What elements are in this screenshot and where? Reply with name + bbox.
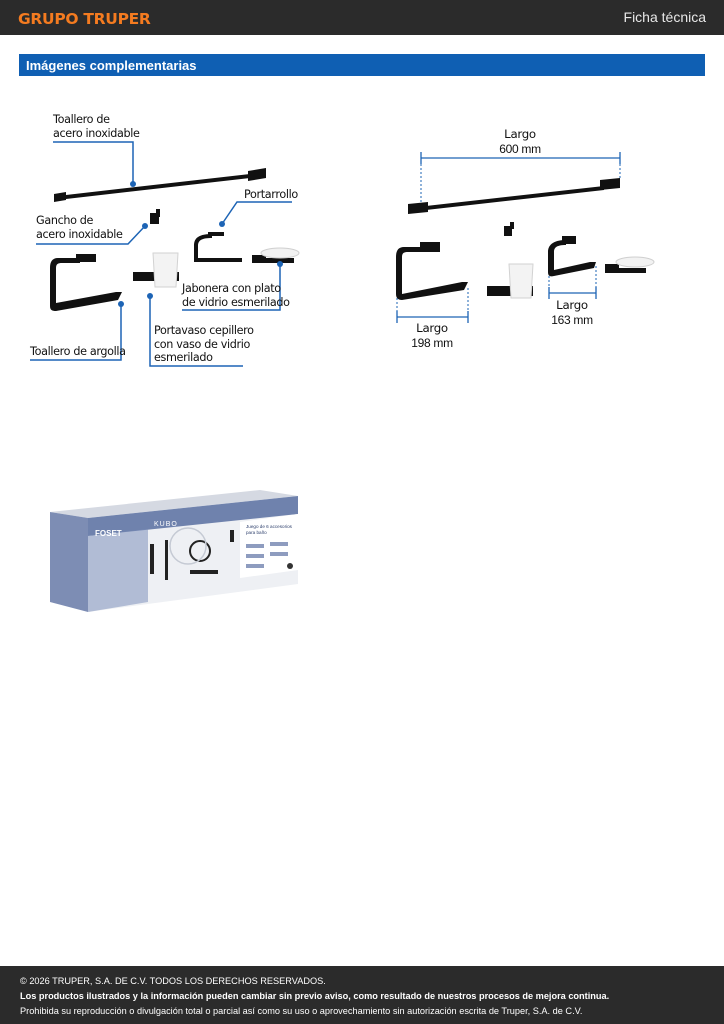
dim-paper-holder: Largo 163 mm bbox=[532, 298, 612, 327]
document-type: Ficha técnica bbox=[623, 9, 706, 25]
dim-towel-bar-label: Largo bbox=[504, 127, 536, 141]
footer-copyright: © 2026 TRUPER, S.A. DE C.V. TODOS LOS DE… bbox=[20, 976, 326, 986]
package-box-drawing bbox=[50, 490, 298, 612]
label-paper-holder: Portarrollo bbox=[244, 188, 298, 201]
label-soap-dish: Jabonera con plato de vidrio esmerilado bbox=[182, 282, 290, 309]
dimensions-figure-drawing bbox=[396, 152, 655, 323]
dim-towel-ring-label: Largo bbox=[416, 321, 448, 335]
footer-notice: Los productos ilustrados y la informació… bbox=[20, 991, 610, 1001]
top-bar: GRUPO TRUPER Ficha técnica bbox=[0, 0, 724, 35]
dim-towel-ring-value: 198 mm bbox=[411, 335, 453, 350]
label-towel-ring: Toallero de argolla bbox=[30, 345, 126, 358]
label-tumbler: Portavaso cepillero con vaso de vidrio e… bbox=[154, 324, 254, 364]
package-title: Juego de 6 accesorios para baño bbox=[246, 524, 292, 535]
footer: © 2026 TRUPER, S.A. DE C.V. TODOS LOS DE… bbox=[0, 966, 724, 1024]
dim-paper-holder-value: 163 mm bbox=[551, 312, 593, 327]
section-header: Imágenes complementarias bbox=[19, 54, 705, 76]
dim-towel-bar: Largo 600 mm bbox=[480, 127, 560, 156]
dim-towel-ring: Largo 198 mm bbox=[392, 321, 472, 350]
section-title: Imágenes complementarias bbox=[26, 58, 197, 73]
dim-towel-bar-value: 600 mm bbox=[499, 141, 541, 156]
package-image: FOSET KUBO Juego de 6 accesorios para ba… bbox=[40, 484, 310, 619]
label-towel-bar: Toallero de acero inoxidable bbox=[53, 113, 140, 140]
package-line: KUBO bbox=[154, 521, 178, 528]
footer-legal: Prohibida su reproducción o divulgación … bbox=[20, 1006, 583, 1016]
label-hook: Gancho de acero inoxidable bbox=[36, 214, 123, 241]
dimensions-figure: Largo 600 mm Largo 198 mm Largo 163 mm bbox=[0, 0, 724, 400]
package-brand: FOSET bbox=[95, 529, 122, 538]
brand-logo: GRUPO TRUPER bbox=[18, 10, 151, 28]
dim-paper-holder-label: Largo bbox=[556, 298, 588, 312]
parts-figure-drawing bbox=[30, 141, 300, 367]
parts-figure: Toallero de acero inoxidable Portarrollo… bbox=[0, 0, 724, 400]
